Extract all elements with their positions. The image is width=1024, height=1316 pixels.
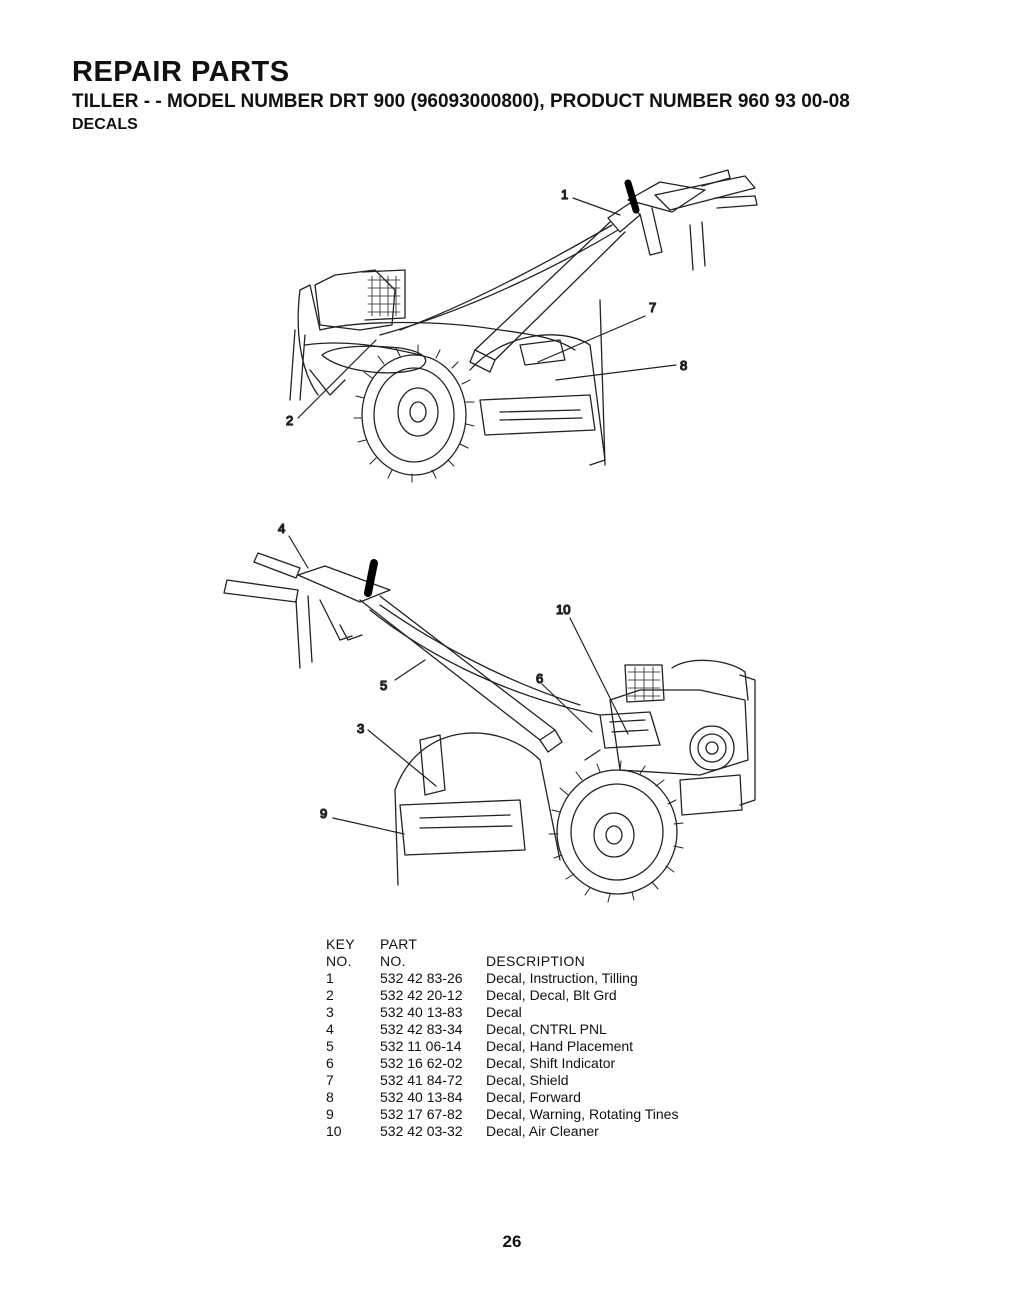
callout-2: 2 <box>286 413 293 428</box>
row-key-no: 7 <box>326 1072 334 1088</box>
page-title: REPAIR PARTS <box>72 56 290 88</box>
row-part-no: 532 40 13-84 <box>380 1089 463 1105</box>
leader-lines-bottom <box>288 535 629 835</box>
row-part-no: 532 41 84-72 <box>380 1072 463 1088</box>
row-key-no: 4 <box>326 1021 334 1037</box>
table-row: 5 532 11 06-14 Decal, Hand Placement <box>326 1038 682 1055</box>
callout-6: 6 <box>536 671 543 686</box>
row-part-no: 532 42 20-12 <box>380 987 463 1003</box>
leader-lines-top <box>297 197 677 419</box>
row-description: Decal, Hand Placement <box>486 1038 634 1054</box>
row-description: Decal, Forward <box>486 1089 581 1105</box>
callout-1: 1 <box>561 187 568 202</box>
table-row: 2 532 42 20-12 Decal, Decal, Blt Grd <box>326 987 682 1004</box>
callout-3: 3 <box>357 721 364 736</box>
row-part-no: 532 11 06-14 <box>380 1038 462 1054</box>
row-description: Decal, Shield <box>486 1072 569 1088</box>
row-key-no: 10 <box>326 1123 342 1139</box>
row-key-no: 9 <box>326 1106 334 1122</box>
callout-7: 7 <box>649 300 656 315</box>
row-key-no: 3 <box>326 1004 334 1020</box>
row-description: Decal, Decal, Blt Grd <box>486 987 617 1003</box>
row-key-no: 8 <box>326 1089 334 1105</box>
table-row: 6 532 16 62-02 Decal, Shift Indicator <box>326 1055 682 1072</box>
section-heading: DECALS <box>72 116 138 133</box>
row-key-no: 6 <box>326 1055 334 1071</box>
header-part: PART <box>380 936 418 952</box>
row-part-no: 532 42 03-32 <box>380 1123 463 1139</box>
row-key-no: 1 <box>326 970 334 986</box>
tiller-illustration-top <box>289 169 758 483</box>
header-key: KEY <box>326 936 355 952</box>
table-row: 8 532 40 13-84 Decal, Forward <box>326 1089 682 1106</box>
tiller-illustration-bottom <box>223 552 756 903</box>
model-subtitle: TILLER - - MODEL NUMBER DRT 900 (9609300… <box>72 91 850 112</box>
row-description: Decal, CNTRL PNL <box>486 1021 607 1037</box>
header-part-no: NO. <box>380 953 406 969</box>
header-description: DESCRIPTION <box>486 953 585 969</box>
row-part-no: 532 42 83-26 <box>380 970 463 986</box>
table-row: 1 532 42 83-26 Decal, Instruction, Tilling <box>326 970 682 987</box>
table-row: 7 532 41 84-72 Decal, Shield <box>326 1072 682 1089</box>
row-part-no: 532 17 67-82 <box>380 1106 463 1122</box>
table-row: 3 532 40 13-83 Decal <box>326 1004 682 1021</box>
row-description: Decal, Warning, Rotating Tines <box>486 1106 679 1122</box>
parts-header-row-2: NO. NO. DESCRIPTION <box>326 953 682 970</box>
row-description: Decal, Instruction, Tilling <box>486 970 638 986</box>
row-key-no: 5 <box>326 1038 334 1054</box>
callout-9: 9 <box>320 806 327 821</box>
parts-header-row-1: KEY PART <box>326 936 682 953</box>
callout-5: 5 <box>380 678 387 693</box>
table-row: 9 532 17 67-82 Decal, Warning, Rotating Ti… <box>326 1106 682 1123</box>
page-number: 26 <box>502 1232 522 1251</box>
row-key-no: 2 <box>326 987 334 1003</box>
callout-10: 10 <box>556 602 570 617</box>
callout-4: 4 <box>278 521 285 536</box>
row-description: Decal, Air Cleaner <box>486 1123 599 1139</box>
parts-table-body: 1 532 42 83-26 Decal, Instruction, Tilling… <box>326 970 682 1140</box>
row-description: Decal, Shift Indicator <box>486 1055 616 1071</box>
header-key-no: NO. <box>326 953 352 969</box>
callout-8: 8 <box>680 358 687 373</box>
parts-table: KEY PART NO. NO. DESCRIPTION 1 532 42 83-… <box>326 936 682 1140</box>
row-part-no: 532 16 62-02 <box>380 1055 463 1071</box>
row-part-no: 532 42 83-34 <box>380 1021 463 1037</box>
table-row: 4 532 42 83-34 Decal, CNTRL PNL <box>326 1021 682 1038</box>
row-part-no: 532 40 13-83 <box>380 1004 463 1020</box>
row-description: Decal <box>486 1004 522 1020</box>
table-row: 10 532 42 03-32 Decal, Air Cleaner <box>326 1123 682 1140</box>
